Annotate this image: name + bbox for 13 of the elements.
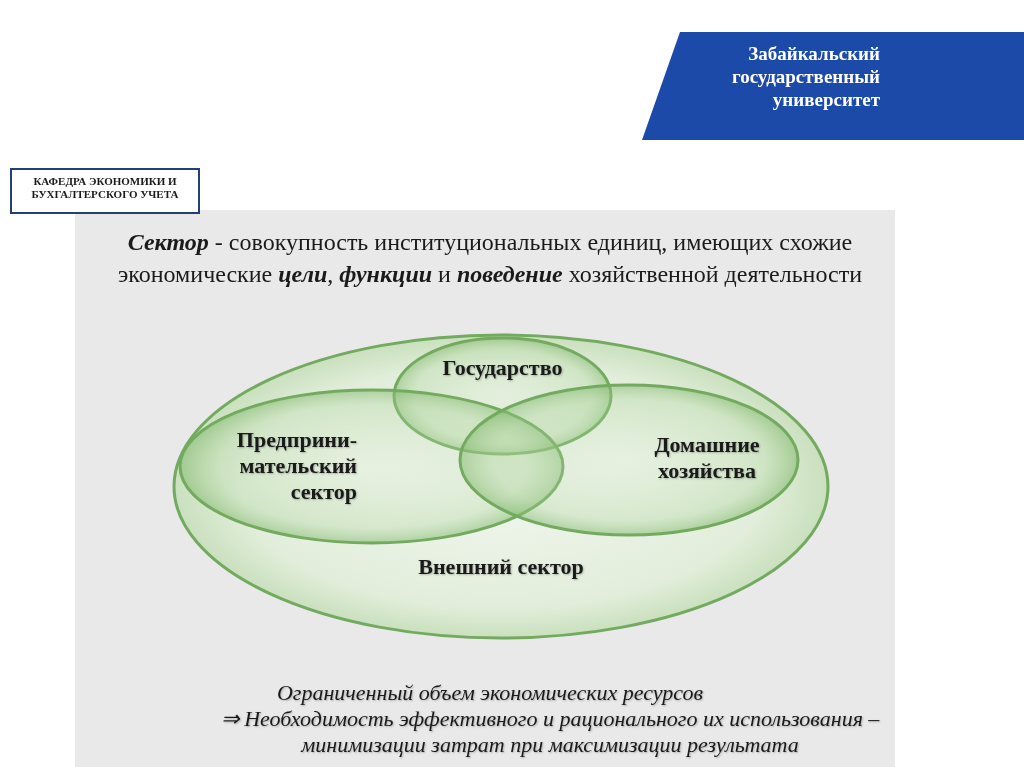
conclusion-text: Ограниченный объем экономических ресурсов [275,680,705,706]
department-plate [10,168,200,214]
sector-label: Государство [441,355,564,381]
definition-text: Сектор - совокупность институциональных единиц, имеющих схожие экономические цели, функции и поведение хозяйственной деятельности [116,228,863,289]
sector-label: Предприни- мательский сектор [235,427,357,505]
department-name: КАФЕДРА ЭКОНОМИКИ И БУХГАЛТЕРСКОГО УЧЕТА [30,175,180,201]
sector-label: Внешний сектор [417,554,585,580]
sector-label: Домашние хозяйства [653,432,761,484]
header-banner [642,32,1024,140]
consequence-text: ⇒ Необходимость эффективного и рационального их использования – минимизации затрат при максимизации результата [219,706,881,758]
sector-ellipse [172,333,830,640]
sector-ellipse [458,383,800,537]
university-name: Забайкальский государственный университет [731,42,880,111]
